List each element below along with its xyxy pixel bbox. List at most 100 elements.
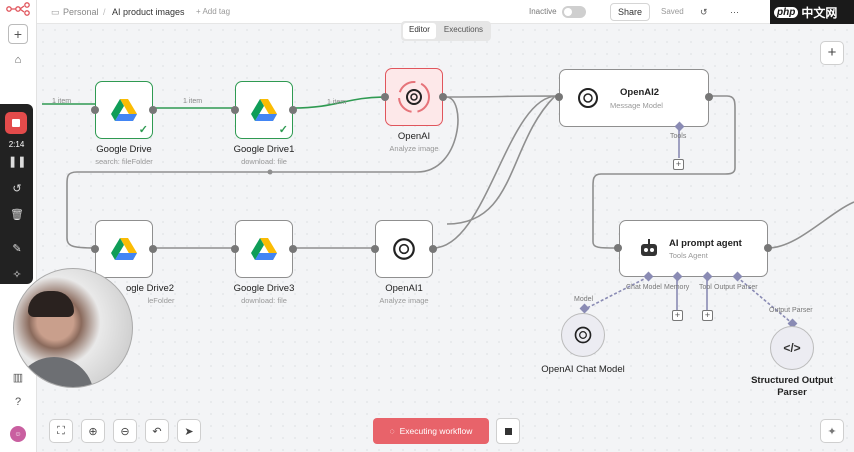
workflow-canvas[interactable]: 1 item 1 item 1 item ✓ Google Drive sear… <box>37 24 854 452</box>
input-handle[interactable] <box>91 106 99 114</box>
record-stop-button[interactable] <box>5 112 27 134</box>
watermark-text: 中文网 <box>801 5 838 20</box>
node-openai[interactable] <box>385 68 443 126</box>
node-title: OpenAI <box>397 131 431 142</box>
node-structured-output-parser[interactable]: </> <box>770 326 814 370</box>
node-subtitle: Message Model <box>610 101 663 110</box>
tab-executions[interactable]: Executions <box>443 25 484 34</box>
pause-icon[interactable]: ❚❚ <box>8 156 27 168</box>
add-tool-button[interactable]: + <box>673 159 684 170</box>
reset-zoom-icon[interactable]: ↶ <box>145 419 169 443</box>
node-ai-prompt-agent[interactable] <box>619 220 768 277</box>
input-handle[interactable] <box>91 245 99 253</box>
openai-icon <box>578 88 598 108</box>
zoom-in-icon[interactable]: ⊕ <box>81 419 105 443</box>
openai-icon <box>393 238 415 260</box>
execute-label: Executing workflow <box>399 426 473 436</box>
node-title: Structured Output <box>751 375 833 386</box>
edge-label: 1 item <box>327 99 347 106</box>
effects-icon[interactable]: ✧ <box>12 269 22 281</box>
input-handle[interactable] <box>231 245 239 253</box>
node-title: OpenAI2 <box>620 87 660 98</box>
edge-agent-chatmodel <box>584 276 649 310</box>
edge-agent-parser <box>736 276 794 325</box>
node-google-drive2[interactable] <box>95 220 153 278</box>
zoom-out-icon[interactable]: ⊖ <box>113 419 137 443</box>
node-title: Google Drive1 <box>233 144 295 155</box>
output-handle[interactable] <box>149 106 157 114</box>
node-google-drive3[interactable] <box>235 220 293 278</box>
site-watermark: php 中文网 <box>770 0 854 24</box>
google-drive-icon <box>251 99 277 121</box>
openai-icon <box>398 81 430 113</box>
add-button[interactable]: + <box>8 24 28 44</box>
folder-icon: ▭ <box>51 7 60 17</box>
output-handle[interactable] <box>289 245 297 253</box>
node-openai-chat-model[interactable] <box>561 313 605 357</box>
executing-workflow-button[interactable]: ◌ Executing workflow <box>373 418 489 444</box>
history-icon[interactable]: ↺ <box>700 7 708 17</box>
output-handle[interactable] <box>439 93 447 101</box>
pen-icon[interactable]: ✎ <box>12 243 22 255</box>
port-label: Memory <box>664 284 690 291</box>
node-google-drive[interactable]: ✓ <box>95 81 153 139</box>
webcam-overlay <box>13 268 133 388</box>
port-label: Tools <box>670 133 687 140</box>
home-icon[interactable]: ⌂ <box>14 54 22 66</box>
pointer-icon[interactable]: ➤ <box>177 419 201 443</box>
screen-recorder-panel: 2:14 ❚❚ ↺ 🗑 ✎ ✧ <box>0 104 33 284</box>
google-drive-icon <box>111 99 137 121</box>
more-options-icon[interactable]: ⋯ <box>730 7 739 17</box>
output-handle[interactable] <box>705 93 713 101</box>
help-icon[interactable]: ? <box>14 396 22 408</box>
saved-status: Saved <box>661 7 684 16</box>
edge-label: 1 item <box>183 98 203 105</box>
stop-execution-button[interactable] <box>496 418 520 444</box>
node-subtitle: Analyze image <box>379 296 429 305</box>
breadcrumb-project[interactable]: Personal <box>63 7 99 17</box>
restart-icon[interactable]: ↺ <box>12 183 22 195</box>
output-handle[interactable] <box>149 245 157 253</box>
fit-view-icon[interactable]: ⛶ <box>49 419 73 443</box>
success-check-icon: ✓ <box>138 124 148 136</box>
trash-icon[interactable]: 🗑 <box>10 209 24 221</box>
ai-assistant-icon[interactable]: ✦ <box>820 419 844 443</box>
output-handle[interactable] <box>429 245 437 253</box>
node-subtitle: download: file <box>241 296 287 305</box>
top-bar: ▭ Personal / AI product images + Add tag… <box>37 0 854 24</box>
node-title: Parser <box>777 387 807 398</box>
add-tool-button[interactable]: + <box>702 310 713 321</box>
input-handle[interactable] <box>555 93 563 101</box>
input-handle[interactable] <box>371 245 379 253</box>
node-subtitle: download: file <box>241 157 287 166</box>
avatar[interactable]: ☺ <box>10 426 26 442</box>
node-title: OpenAI1 <box>385 283 423 294</box>
output-handle[interactable] <box>289 106 297 114</box>
editor-tabs: Editor Executions <box>401 21 492 41</box>
add-node-button[interactable]: + <box>820 41 844 65</box>
node-title: ogle Drive2 <box>125 283 175 294</box>
robot-icon <box>641 238 657 256</box>
edge-agent-out <box>767 201 854 249</box>
node-title: AI prompt agent <box>669 238 742 249</box>
edge-label: 1 item <box>52 98 72 105</box>
node-subtitle: leFolder <box>147 296 175 305</box>
input-handle[interactable] <box>381 93 389 101</box>
node-title: Google Drive3 <box>233 283 295 294</box>
node-title: Google Drive <box>96 144 152 155</box>
add-tag-link[interactable]: + Add tag <box>196 7 231 16</box>
port-label: Tool <box>699 284 712 291</box>
active-toggle[interactable] <box>562 6 586 18</box>
add-memory-button[interactable]: + <box>672 310 683 321</box>
workflow-name[interactable]: AI product images <box>112 7 185 17</box>
node-openai1[interactable] <box>375 220 433 278</box>
share-button[interactable]: Share <box>610 3 651 21</box>
code-icon: </> <box>783 341 801 355</box>
node-openai2[interactable] <box>559 69 709 127</box>
input-handle[interactable] <box>231 106 239 114</box>
n8n-logo-icon <box>6 2 30 16</box>
input-handle[interactable] <box>614 244 622 252</box>
tab-editor[interactable]: Editor <box>403 23 436 39</box>
node-google-drive1[interactable]: ✓ <box>235 81 293 139</box>
output-handle[interactable] <box>764 244 772 252</box>
